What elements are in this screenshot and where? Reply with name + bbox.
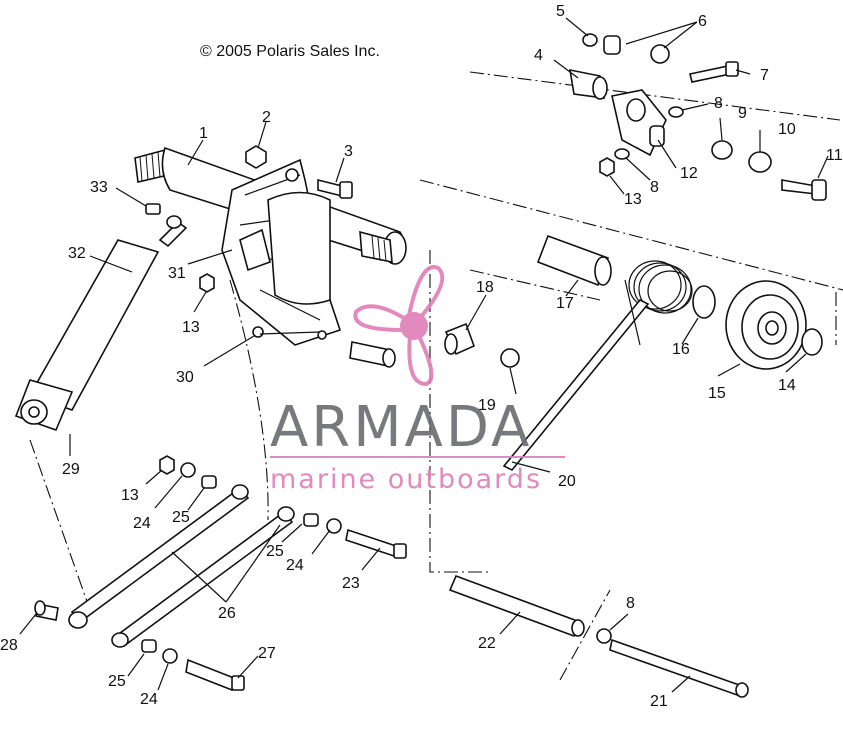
sleeve-17: [536, 234, 612, 287]
callout-4: 4: [534, 47, 543, 64]
pivot-block: [569, 33, 827, 201]
nut-13-left: [199, 273, 215, 293]
callout-8-upper: 8: [714, 95, 723, 112]
fitting-18: [444, 322, 476, 356]
washer-19: [500, 348, 520, 368]
spacer-33: [145, 203, 161, 215]
callout-16: 16: [672, 341, 690, 358]
idler-wheel: [725, 280, 807, 370]
washer-24-b: [326, 518, 342, 534]
callout-labels: 1 2 3 4 5 6 7 8 8 8 9 10 11 12 13 13 13 …: [0, 3, 843, 710]
callout-11: 11: [826, 147, 843, 164]
bolt-27: [185, 658, 245, 692]
control-arms: [68, 484, 295, 648]
nut-2: [245, 145, 267, 169]
callout-26: 26: [218, 605, 236, 622]
callout-30: 30: [176, 369, 194, 386]
callout-25-a: 25: [172, 509, 190, 526]
callout-33: 33: [90, 179, 108, 196]
callout-27: 27: [258, 645, 276, 662]
callout-32: 32: [68, 245, 86, 262]
bolt-23: [345, 528, 407, 559]
callout-14: 14: [778, 377, 796, 394]
callout-6: 6: [698, 13, 707, 30]
propeller-logo: [353, 265, 445, 387]
callout-2: 2: [262, 109, 271, 126]
watermark: ARMADA marine outboards: [270, 265, 565, 495]
callout-7: 7: [760, 67, 769, 84]
callout-13-middle: 13: [182, 319, 200, 336]
pivot-bushing: [349, 341, 396, 368]
bushing-25-c: [141, 639, 157, 653]
callout-5: 5: [556, 3, 565, 20]
nut-13-top: [599, 157, 615, 177]
callout-28: 28: [0, 637, 18, 654]
tube-22: [448, 574, 585, 638]
callout-25-c: 25: [108, 673, 126, 690]
callout-9: 9: [738, 105, 747, 122]
callout-21: 21: [650, 693, 668, 710]
washer-24-c: [162, 648, 178, 664]
shock-absorber: [14, 215, 188, 432]
spacer-14: [801, 328, 823, 356]
callout-24-c: 24: [140, 691, 158, 708]
callout-18: 18: [476, 279, 494, 296]
bushing-25-b: [303, 513, 319, 527]
callout-24-b: 24: [286, 557, 304, 574]
callout-15: 15: [708, 385, 726, 402]
bracket-assembly: [221, 158, 342, 346]
rod-21: [609, 638, 749, 698]
washer-16: [692, 285, 716, 319]
callout-24-a: 24: [133, 515, 151, 532]
watermark-brand: ARMADA: [270, 395, 532, 460]
callout-23: 23: [342, 575, 360, 592]
callout-3: 3: [344, 143, 353, 160]
callout-12: 12: [680, 165, 698, 182]
fitting-30: [252, 326, 264, 338]
callout-13-lower: 13: [121, 487, 139, 504]
callout-1: 1: [199, 125, 208, 142]
callout-8-middle: 8: [650, 179, 659, 196]
callout-17: 17: [556, 295, 574, 312]
bolt-3: [317, 178, 353, 199]
nut-13-lower: [159, 455, 175, 475]
copyright-text: © 2005 Polaris Sales Inc.: [200, 43, 380, 60]
leader-lines: [19, 17, 829, 693]
washer-8-lower: [596, 628, 612, 644]
torsion-spring: [502, 260, 693, 472]
watermark-tagline: marine outboards: [270, 464, 542, 495]
callout-22: 22: [478, 635, 496, 652]
fitting-28: [34, 600, 59, 621]
callout-29: 29: [62, 461, 80, 478]
callout-19: 19: [478, 397, 496, 414]
callout-25-b: 25: [266, 543, 284, 560]
callout-10: 10: [778, 121, 796, 138]
callout-13-upper: 13: [624, 191, 642, 208]
callout-20: 20: [558, 473, 576, 490]
bushing-25-a: [201, 475, 217, 489]
callout-31: 31: [168, 265, 186, 282]
callout-8-lower: 8: [626, 595, 635, 612]
assembly-lines: [29, 71, 843, 681]
washer-24-a: [180, 462, 196, 478]
